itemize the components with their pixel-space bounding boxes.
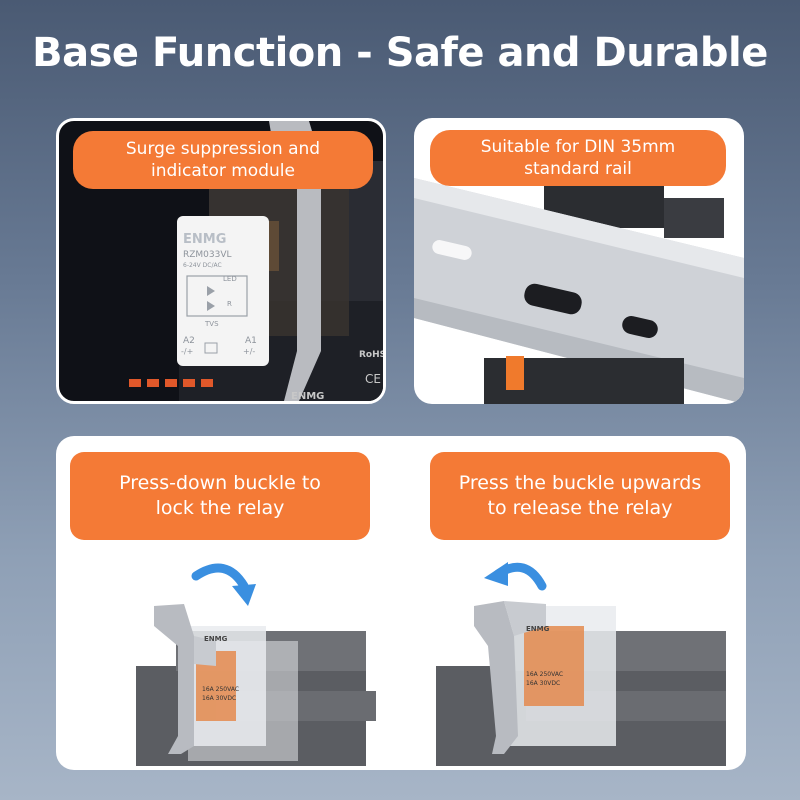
relay-rating2-right: 16A 30VDC: [526, 680, 560, 687]
relay-brand-left: ENMG: [204, 635, 228, 643]
module-a2-label: A2: [183, 336, 195, 346]
relay-with-module-illustration: ENMG RZM033VL 6-24V DC/AC LED R TVS A2 A…: [129, 121, 386, 402]
rohs-mark: RoHS: [359, 350, 386, 360]
module-model: RZM033VL: [183, 250, 232, 260]
buckle-illustration: ENMG 16A 250VAC 16A 30VDC ENMG 16A 250VA…: [136, 562, 726, 766]
module-a1-sign: +/-: [243, 347, 255, 356]
relay-brand-right: ENMG: [526, 625, 550, 633]
arrow-down-head-icon: [232, 584, 256, 606]
surge-module-label: Surge suppression and indicator module: [73, 131, 373, 189]
module-led-label: LED: [223, 275, 237, 283]
ce-mark: CE: [365, 372, 381, 386]
relay-rating1-left: 16A 250VAC: [202, 686, 239, 693]
base-brand-mark: ENMG: [291, 391, 324, 402]
module-tvs-label: TVS: [204, 320, 219, 328]
module-a2-sign: -/+: [181, 347, 193, 356]
page-title: Base Function - Safe and Durable: [32, 30, 768, 76]
module-brand: ENMG: [183, 232, 226, 247]
panel-surge-module: ENMG RZM033VL 6-24V DC/AC LED R TVS A2 A…: [56, 118, 386, 404]
lock-label: Press-down buckle to lock the relay: [70, 452, 370, 540]
din-rail-label: Suitable for DIN 35mm standard rail: [430, 130, 726, 186]
arrow-up-head-icon: [484, 562, 508, 586]
arrow-down-icon: [191, 563, 249, 591]
panel-din-rail: Suitable for DIN 35mm standard rail: [414, 118, 744, 404]
relay-rating2-left: 16A 30VDC: [202, 695, 236, 702]
module-voltage: 6-24V DC/AC: [183, 262, 222, 269]
panel-buckle: ENMG 16A 250VAC 16A 30VDC ENMG 16A 250VA…: [56, 436, 746, 770]
module-a1-label: A1: [245, 336, 257, 346]
relay-rating1-right: 16A 250VAC: [526, 671, 563, 678]
module-r-label: R: [227, 300, 232, 308]
release-label: Press the buckle upwards to release the …: [430, 452, 730, 540]
